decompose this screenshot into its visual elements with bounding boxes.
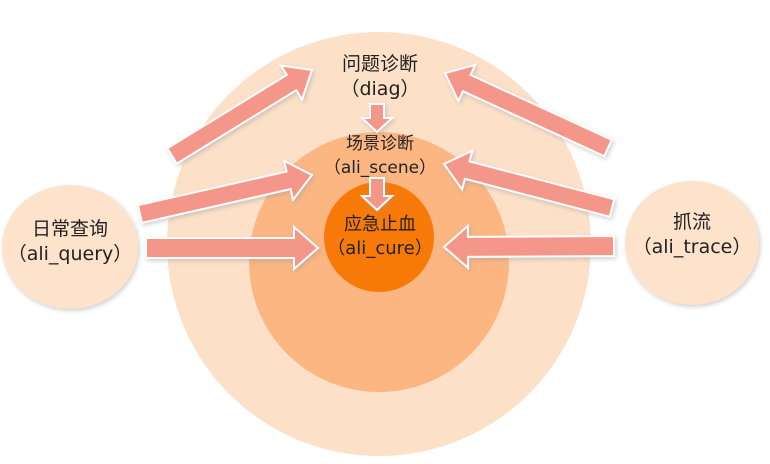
node-query-title: 日常查询 xyxy=(31,218,108,240)
node-cure-code: （ali_cure） xyxy=(327,238,433,259)
node-trace-code: （ali_trace） xyxy=(632,236,752,258)
arrow-query-to-scene xyxy=(136,158,314,224)
node-query: 日常查询 （ali_query） xyxy=(0,217,140,267)
node-cure-title: 应急止血 xyxy=(344,214,416,235)
node-diag-code: （diag） xyxy=(340,78,420,100)
arrow-trace-to-cure xyxy=(442,223,616,271)
node-cure: 应急止血 （ali_cure） xyxy=(310,213,450,261)
node-diag-title: 问题诊断 xyxy=(341,53,418,75)
arrow-query-to-diag xyxy=(165,64,314,166)
node-diag: 问题诊断 （diag） xyxy=(310,52,450,102)
node-scene-title: 场景诊断 xyxy=(346,134,414,154)
arrow-trace-to-diag xyxy=(443,63,614,158)
arrow-query-to-cure xyxy=(145,224,320,272)
arrow-trace-to-scene xyxy=(442,148,616,218)
node-trace: 抓流 （ali_trace） xyxy=(620,210,764,260)
node-scene: 场景诊断 （ali_scene） xyxy=(300,132,460,180)
arrow-diag-to-scene xyxy=(359,103,395,134)
query-bubble xyxy=(2,185,138,309)
node-query-code: （ali_query） xyxy=(7,243,133,265)
trace-bubble xyxy=(625,181,759,305)
arrows-group xyxy=(136,63,616,272)
node-trace-title: 抓流 xyxy=(672,211,711,233)
arrow-scene-to-cure xyxy=(359,177,395,212)
core-circle xyxy=(324,182,434,292)
node-scene-code: （ali_scene） xyxy=(323,158,437,178)
